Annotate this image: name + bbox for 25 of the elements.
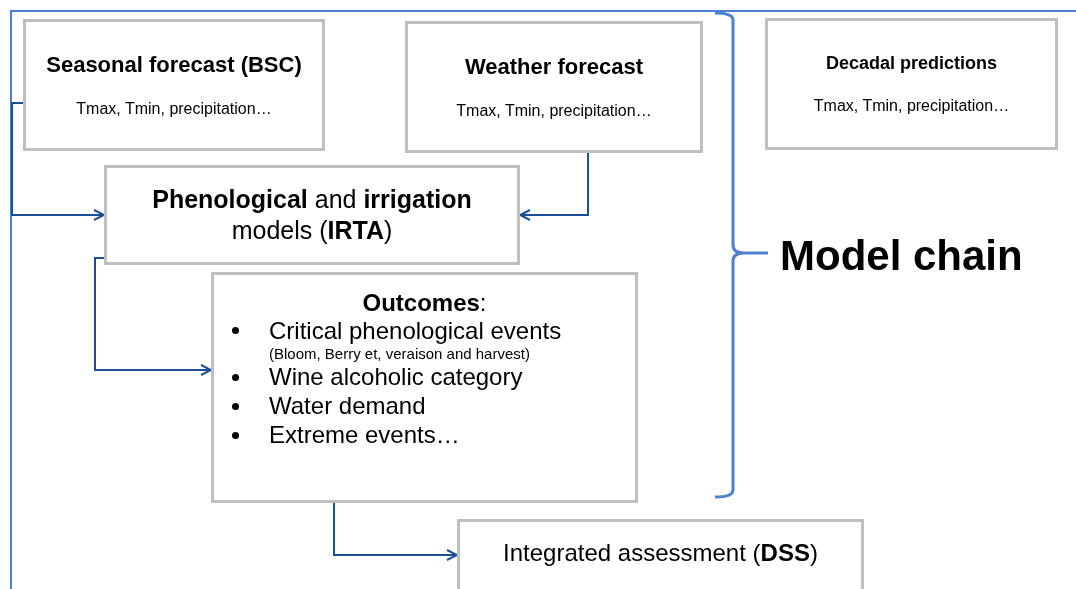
process-box <box>104 165 520 265</box>
box-title: Decadal predictions <box>825 52 998 74</box>
list-item: Critical phenological events <box>269 316 562 346</box>
box-text: Integrated assessment (DSS) <box>503 538 818 568</box>
note-text: (Bloom, Berry et, veraison and harvest) <box>269 345 530 364</box>
list-item: Water demand <box>269 392 426 421</box>
process-box <box>405 21 703 153</box>
variable-list: Tmax, Tmin, precipitation… <box>76 99 272 118</box>
process-box <box>765 18 1058 150</box>
arrow <box>519 152 589 221</box>
process-box <box>457 519 864 589</box>
list-item: Extreme events… <box>269 421 460 450</box>
process-box <box>211 272 638 503</box>
arrow <box>94 257 212 376</box>
variable-list: Tmax, Tmin, precipitation… <box>813 97 1010 116</box>
arrow <box>333 502 458 561</box>
list-item: Wine alcoholic category <box>269 363 523 393</box>
arrow <box>11 102 105 221</box>
list-heading: Outcomes: <box>361 289 488 317</box>
box-text: Phenological and irrigation models (IRTA) <box>151 183 473 246</box>
process-box <box>23 19 325 151</box>
variable-list: Tmax, Tmin, precipitation… <box>456 101 652 120</box>
box-title: Seasonal forecast (BSC) <box>46 52 302 78</box>
side-label: Model chain <box>780 232 1023 280</box>
box-title: Weather forecast <box>464 54 644 80</box>
